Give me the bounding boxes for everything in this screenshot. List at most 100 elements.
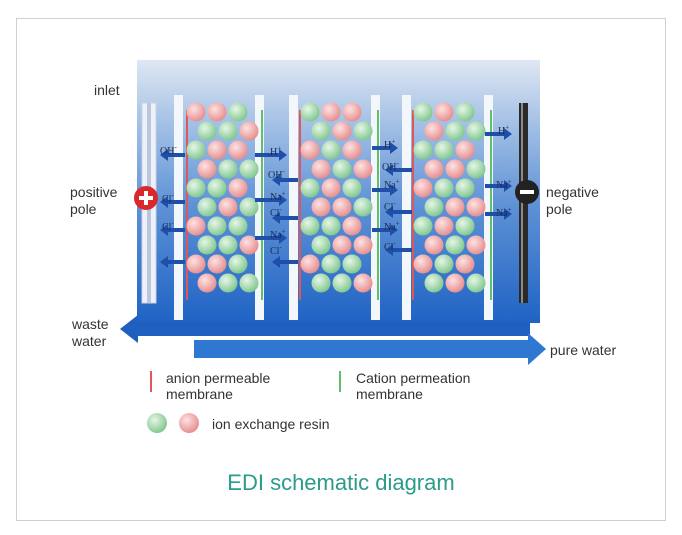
waste-water-label: waste — [72, 316, 109, 332]
legend-anion-label: anion permeable — [166, 370, 271, 386]
ion-migration-arrow — [160, 196, 185, 208]
green-resin-ball — [218, 273, 238, 293]
ion-label: OH- — [160, 143, 177, 157]
diagram-title: EDI schematic diagram — [227, 470, 455, 495]
red-resin-ball — [239, 235, 259, 255]
red-resin-ball — [434, 102, 454, 122]
ion-migration-arrow — [372, 184, 398, 196]
green-resin-ball — [197, 235, 217, 255]
green-resin-ball — [434, 178, 454, 198]
ion-migration-arrow — [485, 128, 512, 140]
red-resin-ball — [466, 235, 486, 255]
legend-anion-label-2: membrane — [166, 386, 233, 402]
green-resin-ball — [332, 159, 352, 179]
green-resin-ball — [455, 178, 475, 198]
ion-migration-arrow — [255, 232, 287, 244]
ion-migration-arrow — [272, 212, 298, 224]
red-resin-ball — [300, 254, 320, 274]
green-resin-ball — [321, 254, 341, 274]
membrane-lines — [186, 110, 492, 300]
green-resin-ball — [353, 197, 373, 217]
green-resin-ball — [228, 102, 248, 122]
resin-balls — [186, 102, 486, 293]
green-resin-ball — [228, 216, 248, 236]
green-resin-ball — [300, 216, 320, 236]
red-resin-ball — [300, 140, 320, 160]
green-resin-ball — [332, 273, 352, 293]
green-resin-ball — [466, 159, 486, 179]
green-resin-ball — [342, 254, 362, 274]
red-resin-ball — [413, 254, 433, 274]
ion-label: Na+ — [496, 177, 512, 191]
ion-label: Na+ — [270, 189, 286, 203]
red-resin-ball — [445, 159, 465, 179]
red-resin-ball — [445, 197, 465, 217]
membrane-panel — [289, 95, 298, 320]
red-resin-ball — [332, 121, 352, 141]
ion-label: Cl- — [270, 243, 282, 257]
ion-label: Cl- — [162, 191, 174, 205]
green-resin-ball — [197, 197, 217, 217]
red-resin-ball — [342, 216, 362, 236]
red-resin-ball — [434, 216, 454, 236]
green-resin-ball — [186, 140, 206, 160]
red-resin-ball — [197, 159, 217, 179]
inlet-label: inlet — [94, 82, 120, 98]
ion-label: Cl- — [270, 205, 282, 219]
membrane-panel — [484, 95, 493, 320]
ion-label: Cl- — [162, 219, 174, 233]
ion-label: Na+ — [270, 227, 286, 241]
negative-pole-label: negative — [546, 184, 599, 200]
green-resin-ball — [228, 254, 248, 274]
legend-resin-label: ion exchange resin — [212, 416, 330, 432]
red-resin-ball — [228, 178, 248, 198]
red-resin-ball — [207, 102, 227, 122]
ion-migration-arrow — [160, 256, 185, 268]
red-resin-ball — [197, 273, 217, 293]
legend-cation-label: Cation permeation — [356, 370, 471, 386]
ion-label: H+ — [384, 137, 396, 151]
red-resin-ball — [424, 159, 444, 179]
red-resin-ball — [228, 140, 248, 160]
red-resin-ball — [332, 235, 352, 255]
ion-migration-arrow — [160, 149, 185, 161]
positive-pole-label: positive — [70, 184, 118, 200]
green-resin-ball — [218, 235, 238, 255]
red-resin-ball — [186, 102, 206, 122]
ion-label: Na+ — [384, 219, 400, 233]
green-resin-ball — [424, 197, 444, 217]
green-resin-ball — [413, 140, 433, 160]
red-resin-ball — [186, 254, 206, 274]
ion-migration-arrow — [255, 194, 287, 206]
negative-pole-icon — [515, 180, 539, 204]
ion-label: Na+ — [384, 177, 400, 191]
green-resin-ball — [218, 159, 238, 179]
green-resin-ball — [300, 102, 320, 122]
red-resin-ball — [445, 273, 465, 293]
red-resin-ball — [455, 140, 475, 160]
ion-migration-arrow — [485, 208, 512, 220]
red-resin-ball — [413, 178, 433, 198]
green-resin-ball — [321, 216, 341, 236]
green-resin-ball — [311, 235, 331, 255]
pure-water-arrow — [194, 333, 546, 365]
green-resin-ball — [455, 216, 475, 236]
green-resin-ball — [186, 178, 206, 198]
green-resin-ball — [239, 159, 259, 179]
cathode-highlight — [521, 103, 523, 303]
green-resin-ball — [300, 178, 320, 198]
membrane-panel — [402, 95, 411, 320]
green-resin-ball — [466, 273, 486, 293]
ion-label: Cl- — [384, 239, 396, 253]
red-resin-ball — [207, 140, 227, 160]
positive-pole-label-2: pole — [70, 201, 97, 217]
red-resin-ball — [455, 254, 475, 274]
red-resin-ball — [207, 254, 227, 274]
red-resin-ball — [332, 197, 352, 217]
green-resin-ball — [207, 216, 227, 236]
red-resin-ball — [311, 197, 331, 217]
ion-label: OH- — [268, 167, 285, 181]
ion-arrows — [160, 128, 512, 268]
positive-pole-icon — [134, 186, 158, 210]
